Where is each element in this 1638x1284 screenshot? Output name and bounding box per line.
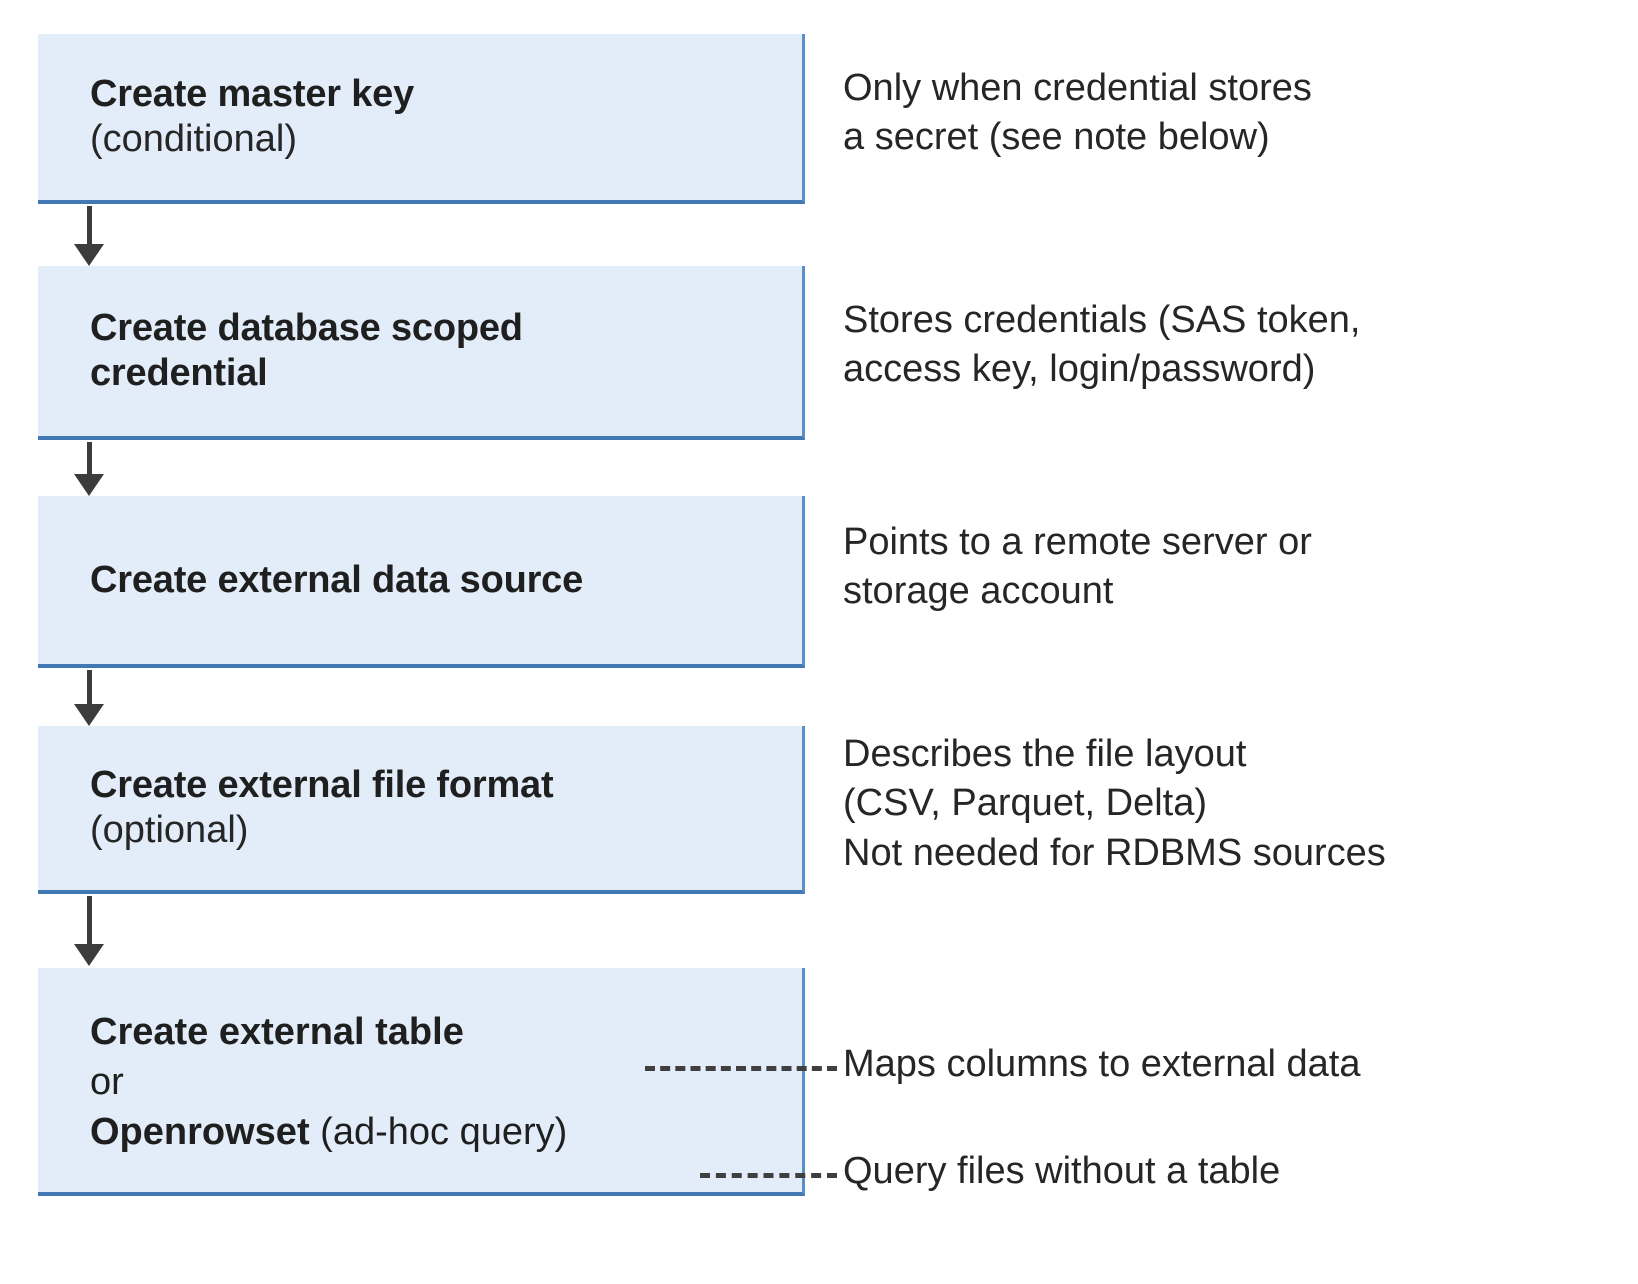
step-box-content: Create master key (conditional) [38, 72, 802, 162]
step-line-create-external-table: Create external table [90, 1007, 788, 1057]
step-note-create-external-table: Maps columns to external data [843, 1043, 1361, 1085]
step-subtitle: (optional) [90, 809, 249, 851]
step-box-create-external-table-or-openrowset[interactable]: Create external table or Openrowset (ad-… [38, 968, 805, 1196]
step-box-content: Create external data source [38, 558, 802, 603]
step-line-bold: Openrowset [90, 1111, 310, 1154]
arrow-shaft [87, 206, 92, 246]
arrow-down-icon-3 [74, 670, 104, 726]
step-subtitle: (conditional) [90, 118, 297, 160]
step-box-content: Create external table or Openrowset (ad-… [38, 1003, 802, 1157]
step-title: Create external data source [90, 558, 584, 601]
arrow-head [74, 704, 104, 726]
step-title: Create external file format [90, 764, 554, 807]
arrow-shaft [87, 896, 92, 946]
step-box-create-master-key[interactable]: Create master key (conditional) [38, 34, 805, 204]
step-line-rest: or [90, 1060, 124, 1103]
step-line-bold: Create external table [90, 1010, 464, 1053]
step-title: Create database scoped credential [90, 307, 523, 394]
step-box-create-database-scoped-credential[interactable]: Create database scoped credential [38, 266, 805, 440]
step-note-create-external-file-format: Describes the file layout (CSV, Parquet,… [843, 733, 1386, 874]
arrow-shaft [87, 670, 92, 706]
arrow-down-icon-4 [74, 896, 104, 968]
arrow-shaft [87, 442, 92, 476]
dashed-connector-external-table [645, 1066, 837, 1071]
step-note-create-master-key: Only when credential stores a secret (se… [843, 67, 1312, 159]
arrow-down-icon-2 [74, 442, 104, 496]
step-line-or: or [90, 1057, 788, 1107]
step-title: Create master key [90, 73, 415, 116]
arrow-head [74, 944, 104, 966]
step-note-create-external-data-source: Points to a remote server or storage acc… [843, 521, 1312, 613]
step-box-create-external-file-format[interactable]: Create external file format (optional) [38, 726, 805, 894]
step-line-rest: (ad-hoc query) [309, 1111, 568, 1154]
step-box-create-external-data-source[interactable]: Create external data source [38, 496, 805, 668]
arrow-head [74, 474, 104, 496]
step-box-content: Create external file format (optional) [38, 763, 802, 853]
step-line-openrowset: Openrowset (ad-hoc query) [90, 1107, 788, 1157]
step-note-openrowset: Query files without a table [843, 1150, 1281, 1192]
step-note-create-database-scoped-credential: Stores credentials (SAS token, access ke… [843, 299, 1361, 391]
arrow-down-icon-1 [74, 206, 104, 266]
dashed-connector-openrowset [700, 1173, 837, 1178]
arrow-head [74, 244, 104, 266]
step-box-content: Create database scoped credential [38, 306, 802, 396]
